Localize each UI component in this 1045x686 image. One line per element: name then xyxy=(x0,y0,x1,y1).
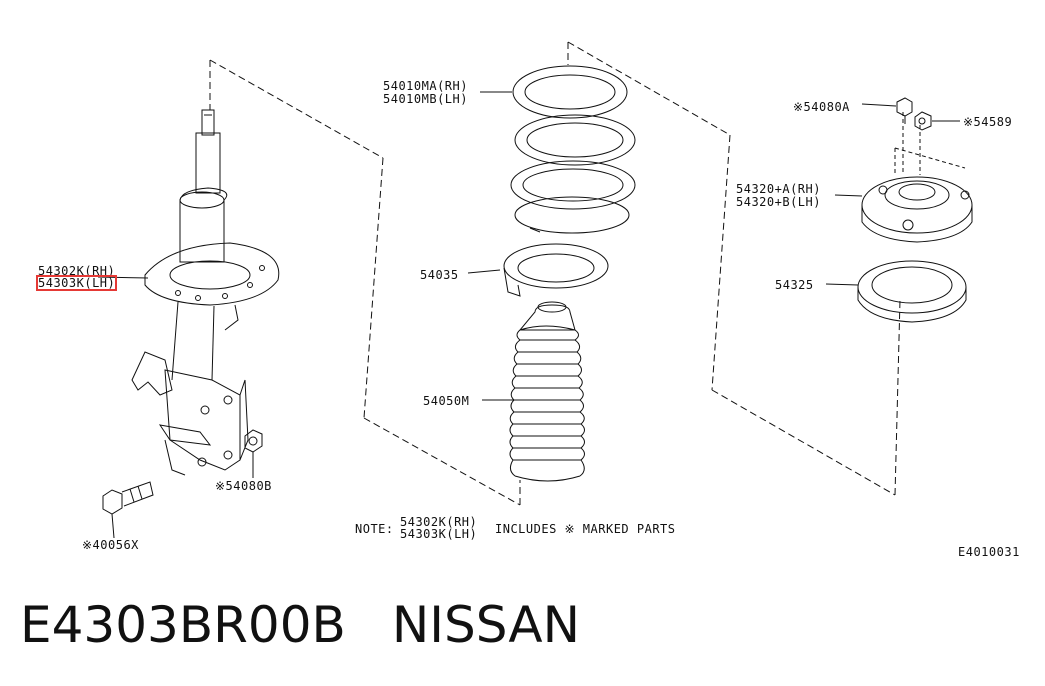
label-strut-lh: 54303K(LH) xyxy=(35,275,118,291)
label-mount-lh: 54320+B(LH) xyxy=(736,195,821,209)
label-mount-rh: 54320+A(RH) xyxy=(736,182,821,196)
note-rh: 54302K(RH) xyxy=(400,515,478,529)
label-bearing: 54325 xyxy=(775,278,814,292)
parts-diagram xyxy=(97,41,973,539)
strut-assembly xyxy=(131,109,280,476)
label-nut-54080a: ※54080A xyxy=(793,100,850,114)
mount-bearing xyxy=(857,260,967,323)
nut-54589 xyxy=(914,111,932,131)
label-bolt-40056x: ※40056X xyxy=(82,538,139,552)
note-suffix: INCLUDES ※ MARKED PARTS xyxy=(495,522,676,536)
bound-bumper xyxy=(509,301,585,482)
part-number: E4303BR00B xyxy=(20,596,346,654)
label-spring-seat: 54035 xyxy=(420,268,459,282)
strut-mount xyxy=(861,176,973,243)
label-spring-rh: 54010MA(RH) xyxy=(383,79,468,93)
note-lh: 54303K(LH) xyxy=(400,527,478,541)
dashed-boundary-spring xyxy=(567,41,901,496)
label-strut-rh: 54302K(RH) xyxy=(38,264,116,278)
leader-lines xyxy=(97,91,960,539)
bolt-40056x xyxy=(102,481,154,515)
label-nut-54080b: ※54080B xyxy=(215,479,272,493)
label-bound-bumper: 54050M xyxy=(423,394,470,408)
dashed-mount-lines xyxy=(894,112,966,175)
note-prefix: NOTE: xyxy=(355,522,394,536)
label-nut-54589: ※54589 xyxy=(963,115,1013,129)
label-spring-lh: 54010MB(LH) xyxy=(383,92,468,106)
nut-54080a xyxy=(896,97,913,124)
brand-name: NISSAN xyxy=(391,596,580,654)
nut-54080b xyxy=(244,429,263,453)
coil-spring xyxy=(510,65,636,234)
footer-caption: E4303BR00B NISSAN xyxy=(20,596,580,654)
dashed-boundary-strut xyxy=(209,59,521,506)
diagram-code: E4010031 xyxy=(958,545,1020,559)
spring-seat xyxy=(503,243,609,297)
